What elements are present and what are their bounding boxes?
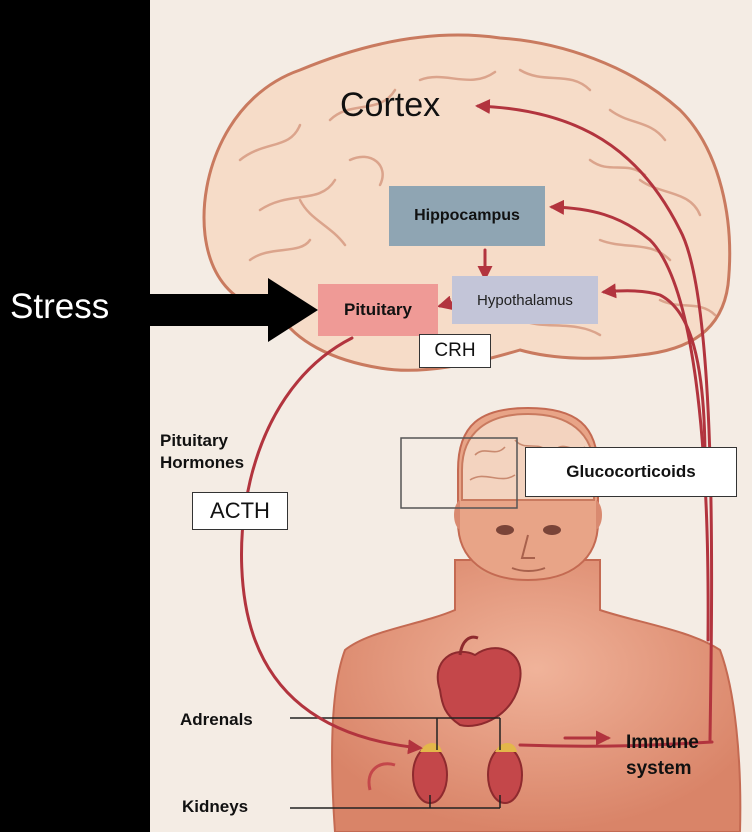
adrenals-label: Adrenals bbox=[180, 710, 253, 729]
hypothalamus-box: Hypothalamus bbox=[452, 276, 598, 324]
pituitary-hormones-line2: Hormones bbox=[160, 453, 245, 472]
cortex-label: Cortex bbox=[340, 86, 441, 124]
acth-box: ACTH bbox=[192, 492, 288, 530]
left-kidney bbox=[412, 746, 448, 804]
immune-system-label: Immune system bbox=[626, 730, 699, 782]
left-black-panel bbox=[0, 0, 150, 832]
immune-line2: system bbox=[626, 758, 692, 779]
arrow-to-hypothalamus bbox=[601, 283, 707, 462]
pituitary-hormones-label: Pituitary Hormones bbox=[160, 430, 244, 474]
glucocorticoids-box: Glucocorticoids bbox=[525, 447, 737, 497]
immune-line1: Immune bbox=[626, 732, 699, 753]
brain-highlight-box bbox=[400, 437, 518, 509]
hippocampus-box: Hippocampus bbox=[389, 186, 545, 246]
stress-arrow bbox=[150, 278, 318, 342]
crh-box: CRH bbox=[419, 334, 491, 368]
pituitary-hormones-line1: Pituitary bbox=[160, 431, 229, 450]
stress-label: Stress bbox=[10, 287, 110, 326]
arrow-to-immune-stem bbox=[518, 740, 714, 748]
heart-organ bbox=[436, 635, 522, 727]
arrow-pituitary-to-adrenals bbox=[240, 336, 423, 755]
kidneys-label: Kidneys bbox=[182, 797, 249, 816]
leader-lines bbox=[290, 717, 501, 809]
arrow-to-cortex bbox=[475, 98, 714, 742]
right-kidney bbox=[487, 746, 523, 804]
pituitary-box: Pituitary bbox=[318, 284, 438, 336]
